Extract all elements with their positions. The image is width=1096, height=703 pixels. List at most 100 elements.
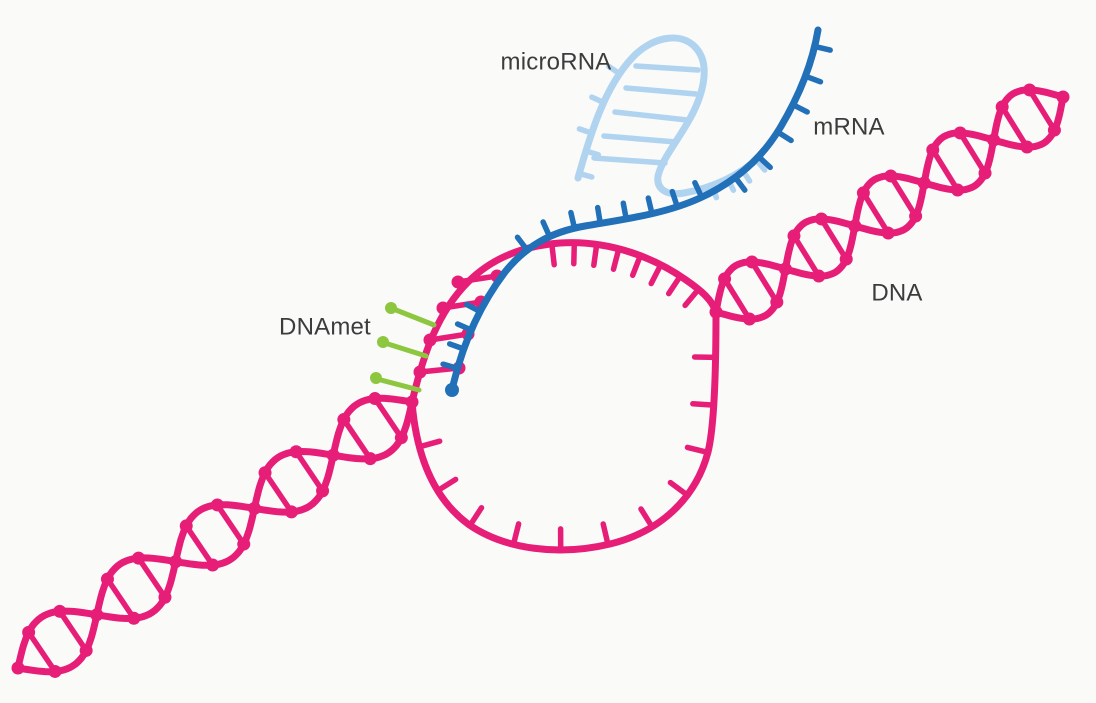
base-tick [440,361,461,372]
base-pair-rung [293,448,326,494]
backbone-dot [100,572,114,586]
backbone-dot [451,275,465,289]
backbone-dot [22,625,36,639]
base-tick [446,341,467,352]
base-tick [629,252,644,279]
transcription-bubble [408,239,720,554]
base-pair-rung [214,502,247,547]
methyl-dot [370,372,382,384]
base-pair-rung [612,109,690,123]
dna-methylation-marks [370,302,437,393]
base-tick [620,200,629,222]
backbone-dot [787,229,801,243]
base-tick [811,43,833,53]
methyl-stick [385,341,429,359]
backbone-dot [48,664,62,678]
base-pair-rung [262,469,295,515]
backbone-dot [158,590,172,604]
backbone-dot [206,558,220,572]
base-tick [568,209,578,231]
backbone-dot [423,333,437,347]
base-pair-rung [791,233,822,279]
label-microrna: microRNA [501,49,612,76]
methyl-stick [378,377,422,393]
base-tick [514,234,530,253]
base-tick [600,521,611,548]
backbone-dot [1023,83,1037,97]
crossover-dot [1056,90,1070,104]
base-tick [732,174,748,193]
backbone-dot [978,166,992,180]
backbone-dot [394,431,408,445]
base-pair-rung [372,395,405,441]
crossover-dot [11,661,25,675]
label-dnamet: DNAmet [279,314,371,341]
dna-double-helix [11,83,1070,678]
methyl-stick [393,307,437,328]
base-tick [755,153,773,171]
base-tick [638,506,655,530]
backbone-dot [179,519,193,533]
base-tick [774,129,794,144]
base-pair-rung [591,155,668,166]
base-tick [667,479,691,498]
base-tick [589,94,607,106]
mrna-strand [440,26,833,397]
crossover-dot [247,501,261,515]
backbone-dot [210,498,224,512]
backbone-dot [289,445,303,459]
base-pair-rung [135,555,168,601]
labels-layer: microRNA mRNA DNA DNAmet [279,49,922,341]
base-pair-rung [818,216,849,262]
backbone-dot [718,272,732,286]
base-tick [684,444,711,456]
backbone-dot [237,537,251,551]
backbone-dot [436,301,450,315]
base-pair-rung [25,629,58,675]
base-tick [467,505,485,529]
backbone-dot [1020,140,1034,154]
base-pair-rung [860,190,891,236]
base-pair-rung [56,608,89,654]
backbone-dot [258,466,272,480]
base-tick [665,273,684,297]
backbone-dot [926,143,940,157]
backbone-dot [745,255,759,269]
backbone-dot [812,269,826,283]
base-tick [454,321,475,333]
backbone-dot [742,312,756,326]
crossover-dot [90,608,104,622]
base-tick [510,521,522,548]
base-tick [416,438,443,450]
base-pair-rung [601,133,679,145]
base-tick [549,241,557,268]
dna-strand [14,398,416,676]
base-pair-rung [1026,87,1058,133]
backbone-dot [284,505,298,519]
label-mrna: mRNA [813,114,884,141]
dna-strand [712,93,1067,323]
backbone-dot [1047,123,1061,137]
backbone-dot [770,295,784,309]
base-tick [690,401,717,408]
base-pair-rung [749,259,780,305]
base-tick [790,101,810,115]
crossover-dot [848,219,862,233]
base-pair-rung [930,147,961,193]
backbone-dot [953,126,967,140]
microrna-strand [574,34,764,198]
backbone-dot [881,226,895,240]
crossover-dot [987,133,1001,147]
base-tick [682,286,702,309]
base-pair-rung [633,63,701,73]
backbone-dot [839,252,853,266]
backbone-dot [127,611,141,625]
crossover-dot [917,176,931,190]
mrna-end-dot [445,383,459,397]
dna-strand [14,394,416,672]
backbone-dot [909,209,923,223]
base-tick [583,148,602,158]
base-tick [576,170,595,180]
backbone-dot [856,186,870,200]
